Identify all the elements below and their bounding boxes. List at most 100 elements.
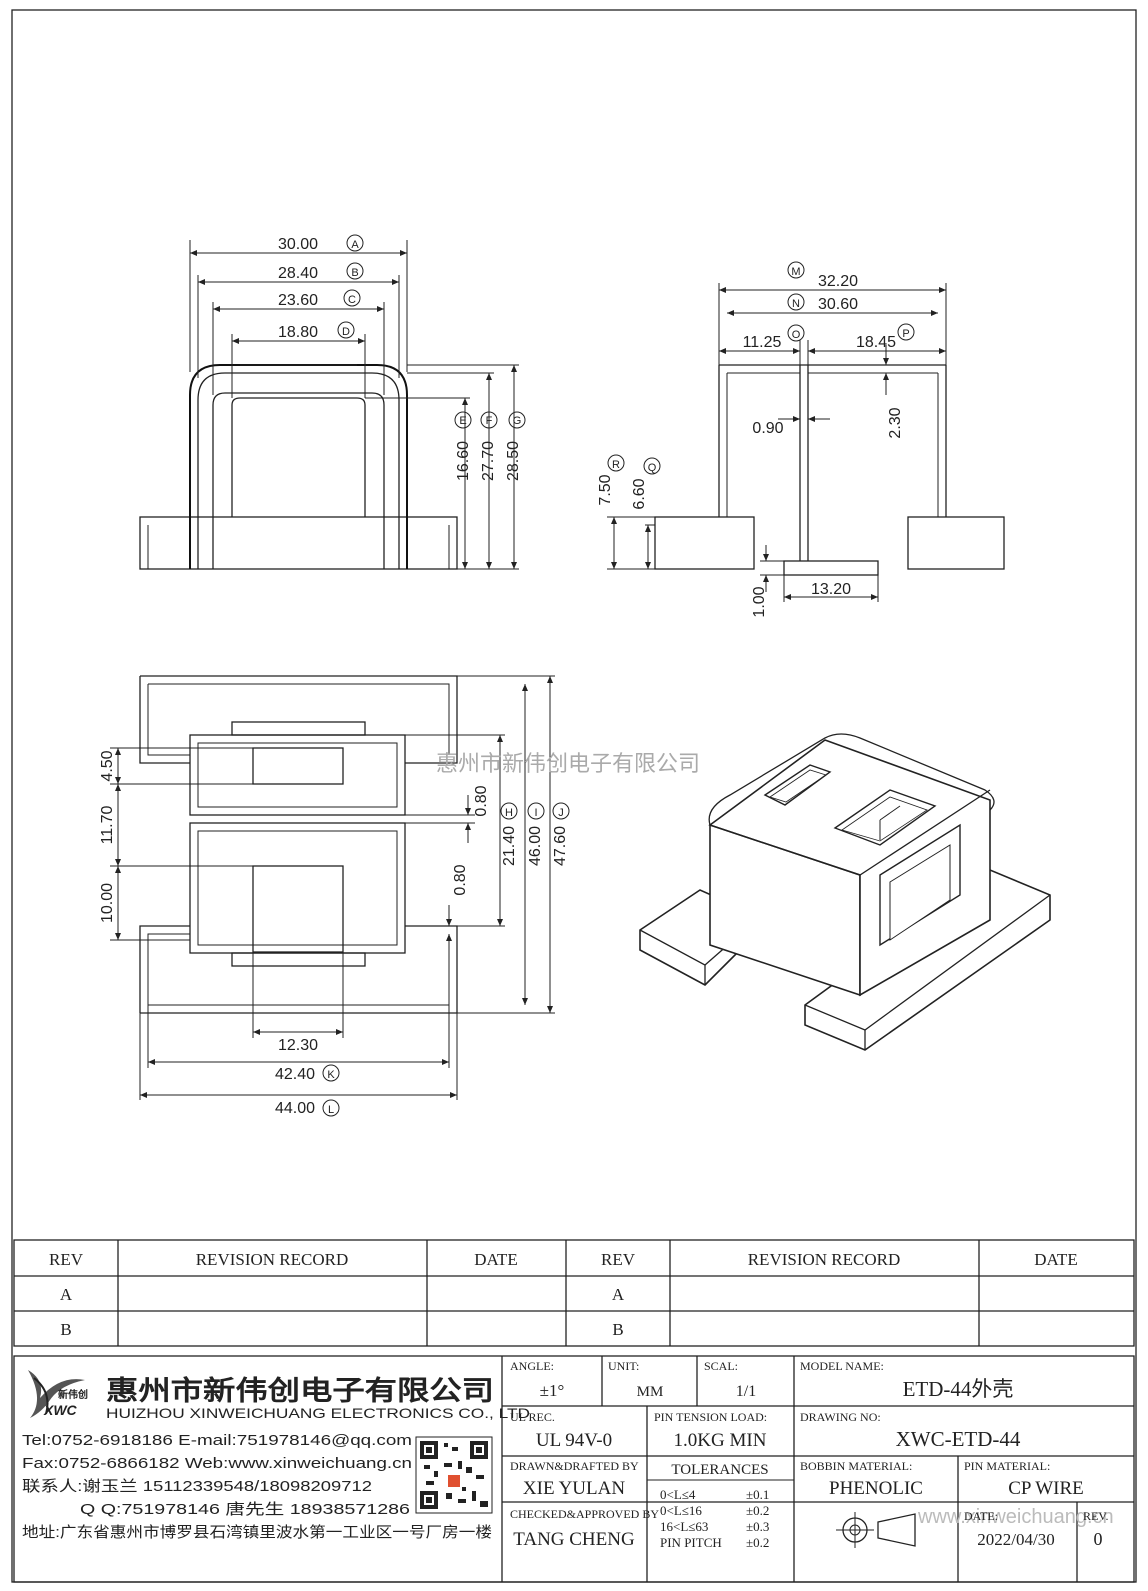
- rev-header-6: DATE: [1034, 1250, 1077, 1269]
- tol-value-2: ±0.2: [746, 1503, 769, 1518]
- scale-label: SCAL:: [704, 1359, 738, 1373]
- callout-r: R: [612, 459, 620, 471]
- model-label: MODEL NAME:: [800, 1359, 884, 1373]
- callout-h: H: [505, 807, 513, 819]
- callout-n: N: [792, 298, 800, 310]
- drawing-label: DRAWING NO:: [800, 1410, 881, 1424]
- dim-j-label: 47.60: [552, 826, 569, 866]
- top-view-dimensions: 4.50 11.70 10.00 0.80 0.80 21.40 46.00 4…: [99, 675, 570, 1117]
- rev-header-5: REVISION RECORD: [748, 1250, 901, 1269]
- scale-value: 1/1: [736, 1383, 756, 1400]
- dim-q-label: 6.60: [631, 478, 648, 509]
- dim-win-label: 12.30: [278, 1037, 318, 1054]
- company-tel-email: Tel:0752-6918186 E-mail:751978146@qq.com: [22, 1432, 412, 1449]
- dim-pin-h-label: 1.00: [751, 586, 768, 617]
- tol-value-1: ±0.1: [746, 1487, 769, 1502]
- checked-label: CHECKED&APPROVED BY: [510, 1507, 659, 1521]
- bobbin-label: BOBBIN MATERIAL:: [800, 1459, 912, 1473]
- pin-material-label: PIN MATERIAL:: [964, 1459, 1050, 1473]
- unit-value: MM: [637, 1384, 664, 1400]
- callout-k: K: [327, 1069, 335, 1081]
- rev-row-a-right: A: [612, 1285, 625, 1304]
- front-view-dimensions: 30.00 A 28.40 B 23.60 C 18.80 D 16.60 27…: [189, 234, 526, 570]
- rev-header-4: REV: [601, 1250, 636, 1269]
- company-contact-1: 联系人:谢玉兰 15112339548/18098209712: [22, 1478, 372, 1495]
- dim-h-label: 21.40: [501, 826, 518, 866]
- date-label: DATE:: [964, 1509, 998, 1523]
- ul-value: UL 94V-0: [536, 1430, 612, 1451]
- tol-value-3: ±0.3: [746, 1519, 769, 1534]
- dim-l-label: 44.00: [275, 1100, 315, 1117]
- dim-o-label: 11.25: [743, 334, 782, 351]
- isometric-view: [639, 733, 1051, 1051]
- dim-gap2-label: 0.80: [452, 864, 469, 895]
- rev-row-b-left: B: [60, 1320, 71, 1339]
- callout-d: D: [342, 326, 350, 338]
- rev-label: REV.: [1083, 1509, 1108, 1523]
- company-fax-web: Fax:0752-6866182 Web:www.xinweichuang.cn: [22, 1455, 412, 1472]
- logo-text: 新伟创: [58, 1388, 88, 1401]
- dim-b-label: 28.40: [278, 265, 318, 282]
- dim-low-len-label: 10.00: [99, 883, 116, 923]
- dim-d-label: 18.80: [278, 324, 318, 341]
- rev-header-2: REVISION RECORD: [196, 1250, 349, 1269]
- dim-e-label: 16.60: [455, 441, 472, 481]
- dim-tab-label: 2.30: [887, 407, 904, 438]
- model-value: ETD-44外壳: [903, 1377, 1014, 1401]
- dim-r-label: 7.50: [597, 474, 614, 505]
- qr-code: [415, 1436, 493, 1514]
- rev-header-1: REV: [49, 1250, 84, 1269]
- angle-value: ±1°: [540, 1381, 565, 1400]
- drawn-label: DRAWN&DRAFTED BY: [510, 1459, 639, 1473]
- dim-mid-len-label: 11.70: [99, 805, 116, 844]
- tol-value-4: ±0.2: [746, 1535, 769, 1550]
- checked-value: TANG CHENG: [513, 1529, 635, 1550]
- callout-g: G: [513, 415, 522, 427]
- tol-line-1: 0<L≤4: [660, 1487, 696, 1502]
- callout-m: M: [791, 266, 800, 278]
- dim-g-label: 28.50: [505, 441, 522, 481]
- dim-m-label: 32.20: [818, 273, 858, 290]
- tol-line-4: PIN PITCH: [660, 1535, 722, 1550]
- callout-a: A: [351, 239, 359, 251]
- angle-label: ANGLE:: [510, 1359, 554, 1373]
- callout-o: O: [792, 329, 801, 341]
- company-watermark: 惠州市新伟创电子有限公司: [436, 751, 700, 776]
- callout-p: P: [902, 328, 909, 340]
- front-view: [139, 364, 458, 570]
- callout-j: J: [558, 807, 564, 819]
- tol-line-3: 16<L≤63: [660, 1519, 708, 1534]
- web-watermark: www.xinweichuang.cn: [917, 1506, 1114, 1528]
- top-view: [139, 675, 458, 1014]
- rev-row-b-right: B: [612, 1320, 623, 1339]
- ul-label: UL REC.: [510, 1410, 555, 1424]
- tolerances-label: TOLERANCES: [671, 1462, 768, 1478]
- dim-a-label: 30.00: [278, 236, 318, 253]
- company-name-cn: 惠州市新伟创电子有限公司: [106, 1375, 494, 1406]
- callout-e: E: [459, 415, 466, 427]
- rev-value: 0: [1094, 1529, 1103, 1549]
- company-address: 地址:广东省惠州市博罗县石湾镇里波水第一工业区一号厂房一楼: [22, 1523, 492, 1541]
- dim-p-label: 18.45: [856, 334, 896, 351]
- company-name-en: HUIZHOU XINWEICHUANG ELECTRONICS CO., LT…: [106, 1405, 530, 1421]
- callout-f: F: [486, 415, 493, 427]
- callout-b: B: [351, 267, 358, 279]
- dim-gap-label: 0.80: [473, 785, 490, 816]
- pin-tension-label: PIN TENSION LOAD:: [654, 1410, 767, 1424]
- pin-tension-value: 1.0KG MIN: [674, 1430, 767, 1451]
- callout-c: C: [348, 294, 356, 306]
- callout-q: Q: [648, 462, 657, 474]
- dim-i-label: 46.00: [527, 826, 544, 866]
- rev-row-a-left: A: [60, 1285, 73, 1304]
- side-view-dimensions: 32.20 M 30.60 N 11.25 O 18.45 P 0.90 2.3…: [597, 261, 947, 618]
- projection-symbol-icon: [836, 1512, 916, 1548]
- callout-i: I: [534, 807, 537, 819]
- dim-wall-label: 0.90: [752, 420, 783, 437]
- bobbin-value: PHENOLIC: [829, 1478, 923, 1499]
- company-contact-2: Q Q:751978146 唐先生 18938571286: [80, 1501, 410, 1518]
- unit-label: UNIT:: [608, 1359, 639, 1373]
- logo-abbr: XWC: [43, 1402, 78, 1418]
- pin-material-value: CP WIRE: [1008, 1478, 1083, 1499]
- drawing-value: XWC-ETD-44: [896, 1427, 1021, 1451]
